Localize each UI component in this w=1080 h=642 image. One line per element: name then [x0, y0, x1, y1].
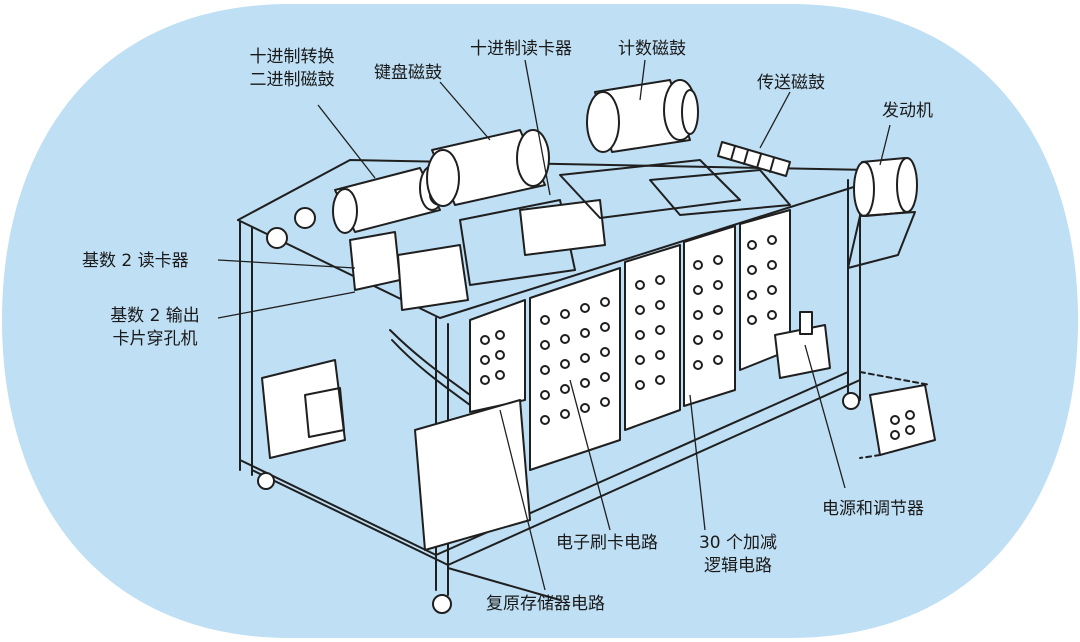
transfer-drum [717, 141, 791, 177]
label-engine: 发动机 [882, 101, 933, 121]
counting-drum [586, 79, 699, 153]
label-base2-card-reader: 基数 2 读卡器 [82, 251, 189, 271]
label-add-sub-logic-line2: 逻辑电路 [704, 556, 772, 576]
label-electronic-brush-circuit: 电子刷卡电路 [556, 533, 658, 553]
label-power-regulator: 电源和调节器 [822, 499, 924, 519]
label-decimal-binary-drum-line2: 二进制磁鼓 [249, 70, 335, 90]
regulator [859, 371, 936, 459]
casters [257, 392, 860, 614]
frame [237, 159, 871, 601]
label-decimal-binary-drum-line1: 十进制转换 [249, 47, 335, 67]
label-base2-output-punch-line1: 基数 2 输出 [110, 306, 200, 326]
memory-cabinet [389, 329, 531, 551]
top-plates [559, 159, 791, 219]
label-add-sub-logic: 30 个加减 逻辑电路 [688, 532, 788, 578]
label-transfer-drum: 传送磁鼓 [757, 73, 825, 93]
label-counting-drum: 计数磁鼓 [618, 39, 686, 59]
label-base2-output-punch-line2: 卡片穿孔机 [112, 329, 198, 349]
power-supply [774, 311, 831, 379]
tubes [480, 235, 777, 425]
label-decimal-card-reader: 十进制读卡器 [470, 39, 572, 59]
label-decimal-binary-drum: 十进制转换 二进制磁鼓 [232, 46, 352, 92]
label-base2-output-punch: 基数 2 输出 卡片穿孔机 [100, 305, 210, 351]
lower-left-box [261, 359, 346, 459]
label-add-sub-logic-line1: 30 个加减 [698, 533, 778, 553]
label-keyboard-drum: 键盘磁鼓 [374, 63, 442, 83]
leader-lines [217, 59, 891, 591]
engine [847, 157, 918, 269]
label-regenerative-memory: 复原存储器电路 [486, 594, 605, 614]
card-readers [349, 199, 606, 311]
